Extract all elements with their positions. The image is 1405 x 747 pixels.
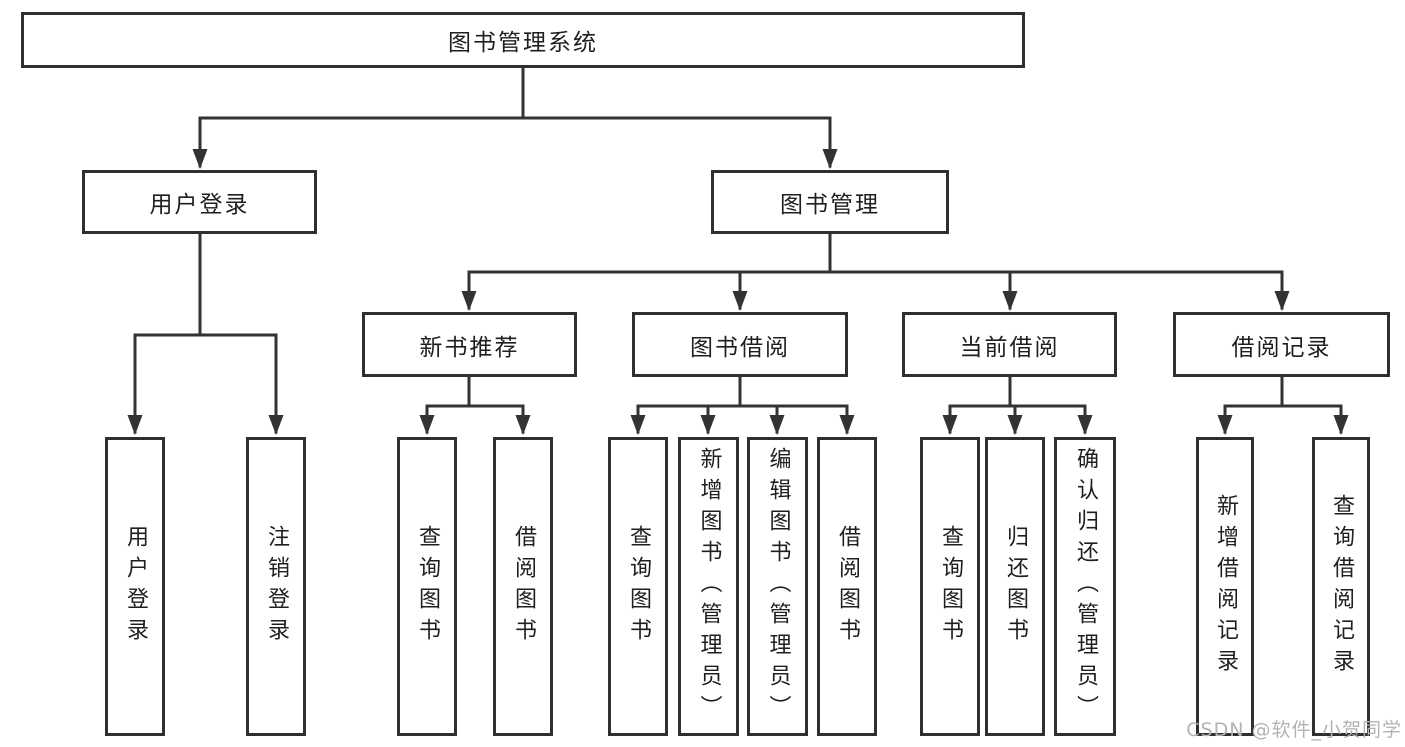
leaf-label: 查询借阅记录 <box>1329 493 1354 680</box>
node-label: 图书管理 <box>780 192 880 218</box>
leaf-add-borrow-record: 新增借阅记录 <box>1196 437 1254 736</box>
leaf-label: 注销登录 <box>264 524 289 649</box>
leaf-query-books-current: 查询图书 <box>920 437 980 736</box>
leaf-confirm-return-admin: 确认归还（管理员） <box>1054 437 1116 736</box>
node-book-management: 图书管理 <box>711 170 949 234</box>
leaf-label: 编辑图书（管理员） <box>765 447 791 726</box>
node-library-management-system: 图书管理系统 <box>21 12 1025 68</box>
leaf-label: 确认归还（管理员） <box>1073 447 1098 726</box>
leaf-add-books-admin: 新增图书（管理员） <box>678 437 739 736</box>
leaf-label: 查询图书 <box>938 524 963 649</box>
leaf-label: 新增借阅记录 <box>1213 493 1238 680</box>
node-current-borrowing: 当前借阅 <box>902 312 1117 377</box>
leaf-label: 借阅图书 <box>511 524 536 649</box>
node-new-book-recommend: 新书推荐 <box>362 312 577 377</box>
node-user-login: 用户登录 <box>82 170 317 234</box>
leaf-logout-login: 注销登录 <box>246 437 306 736</box>
node-borrowing-records: 借阅记录 <box>1173 312 1390 377</box>
node-label: 新书推荐 <box>419 334 520 361</box>
leaf-borrow-books-recommend: 借阅图书 <box>493 437 553 736</box>
leaf-label: 归还图书 <box>1003 524 1028 649</box>
node-label: 当前借阅 <box>959 334 1060 361</box>
leaf-user-login: 用户登录 <box>105 437 165 736</box>
leaf-label: 查询图书 <box>626 524 651 649</box>
node-book-borrowing: 图书借阅 <box>632 312 848 377</box>
leaf-query-books-borrowing: 查询图书 <box>608 437 668 736</box>
leaf-query-books-recommend: 查询图书 <box>397 437 457 736</box>
leaf-label: 借阅图书 <box>835 524 860 649</box>
leaf-edit-books-admin: 编辑图书（管理员） <box>747 437 808 736</box>
node-label: 图书借阅 <box>690 334 790 361</box>
watermark: CSDN @软件_小贺同学 <box>1186 719 1402 741</box>
leaf-label: 新增图书（管理员） <box>696 447 722 726</box>
leaf-query-borrow-record: 查询借阅记录 <box>1312 437 1370 736</box>
leaf-borrow-books: 借阅图书 <box>817 437 877 736</box>
node-label: 借阅记录 <box>1231 334 1332 361</box>
leaf-label: 用户登录 <box>123 524 148 649</box>
leaf-label: 查询图书 <box>415 524 440 649</box>
node-label: 用户登录 <box>149 192 250 218</box>
node-label: 图书管理系统 <box>448 30 598 56</box>
leaf-return-books: 归还图书 <box>985 437 1045 736</box>
